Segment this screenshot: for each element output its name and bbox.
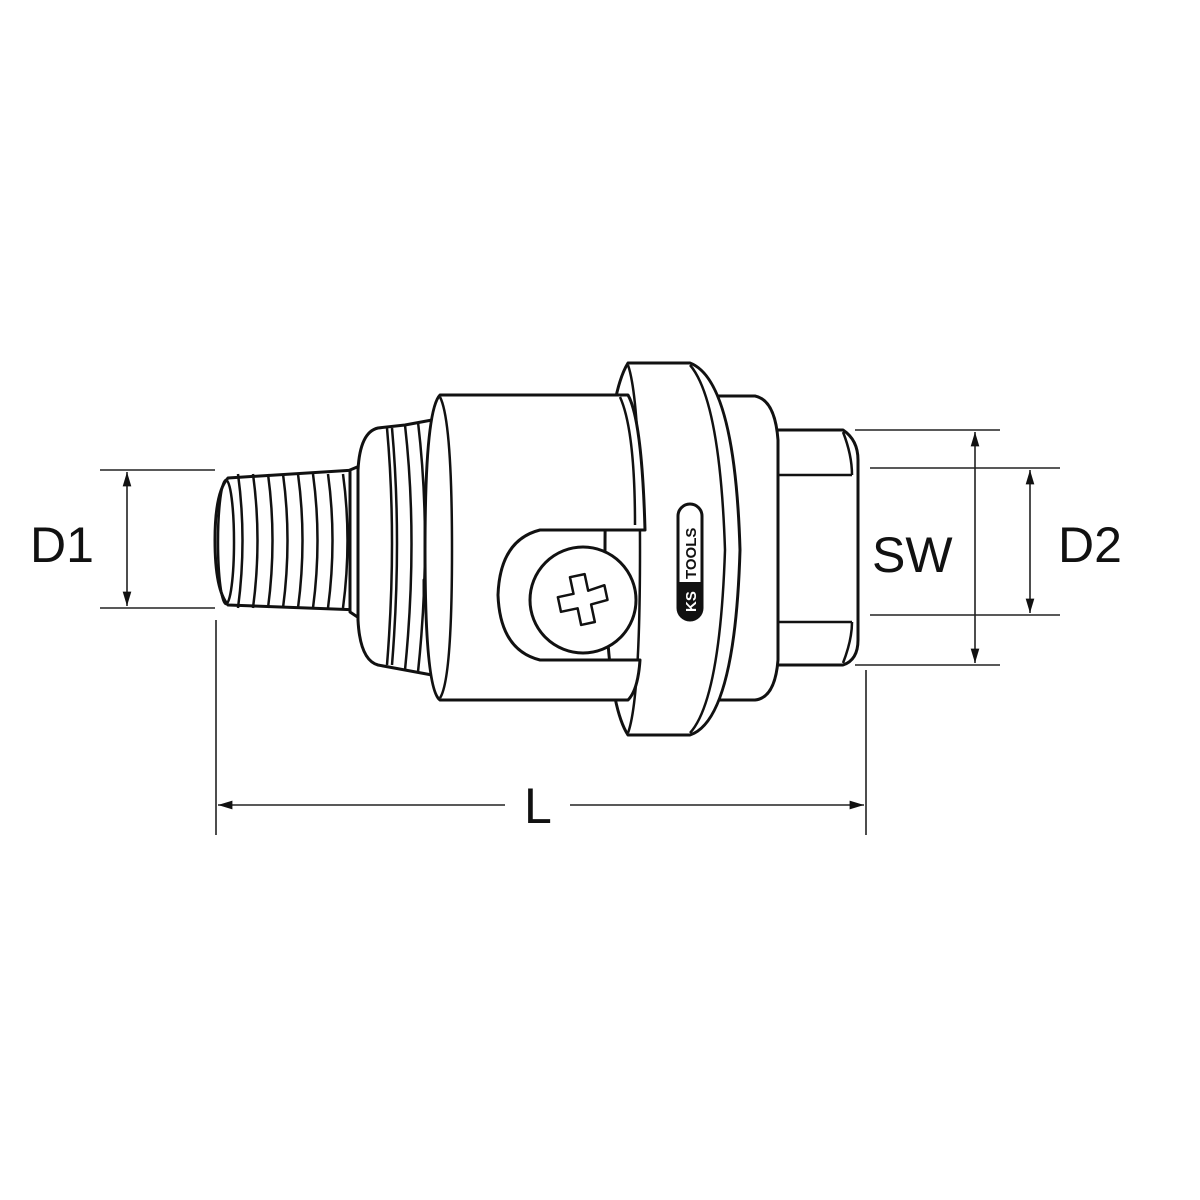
thread [213,468,362,612]
label-sw: SW [872,527,953,583]
svg-text:KS: KS [683,591,700,612]
svg-text:TOOLS: TOOLS [683,528,700,579]
label-l: L [524,778,552,834]
screw-head [528,545,638,655]
dimension-d1: D1 [30,469,215,609]
dimension-l: L [215,620,867,835]
thread-crest [236,473,244,609]
body [423,393,647,702]
dimension-d2: D2 [870,467,1122,616]
label-d1: D1 [30,517,94,573]
hex-nut [770,428,860,667]
thread-crest [266,473,274,609]
thread-crest [251,473,259,609]
thread-crest [311,473,319,609]
dimension-sw: SW [855,429,1000,666]
thread-crest [326,473,334,609]
thread-crest [341,473,349,609]
phillips-cross-icon [556,572,609,627]
ks-tools-logo: KS TOOLS [676,502,704,622]
thread-crest [296,473,304,609]
label-d2: D2 [1058,517,1122,573]
thread-crest [281,473,289,609]
